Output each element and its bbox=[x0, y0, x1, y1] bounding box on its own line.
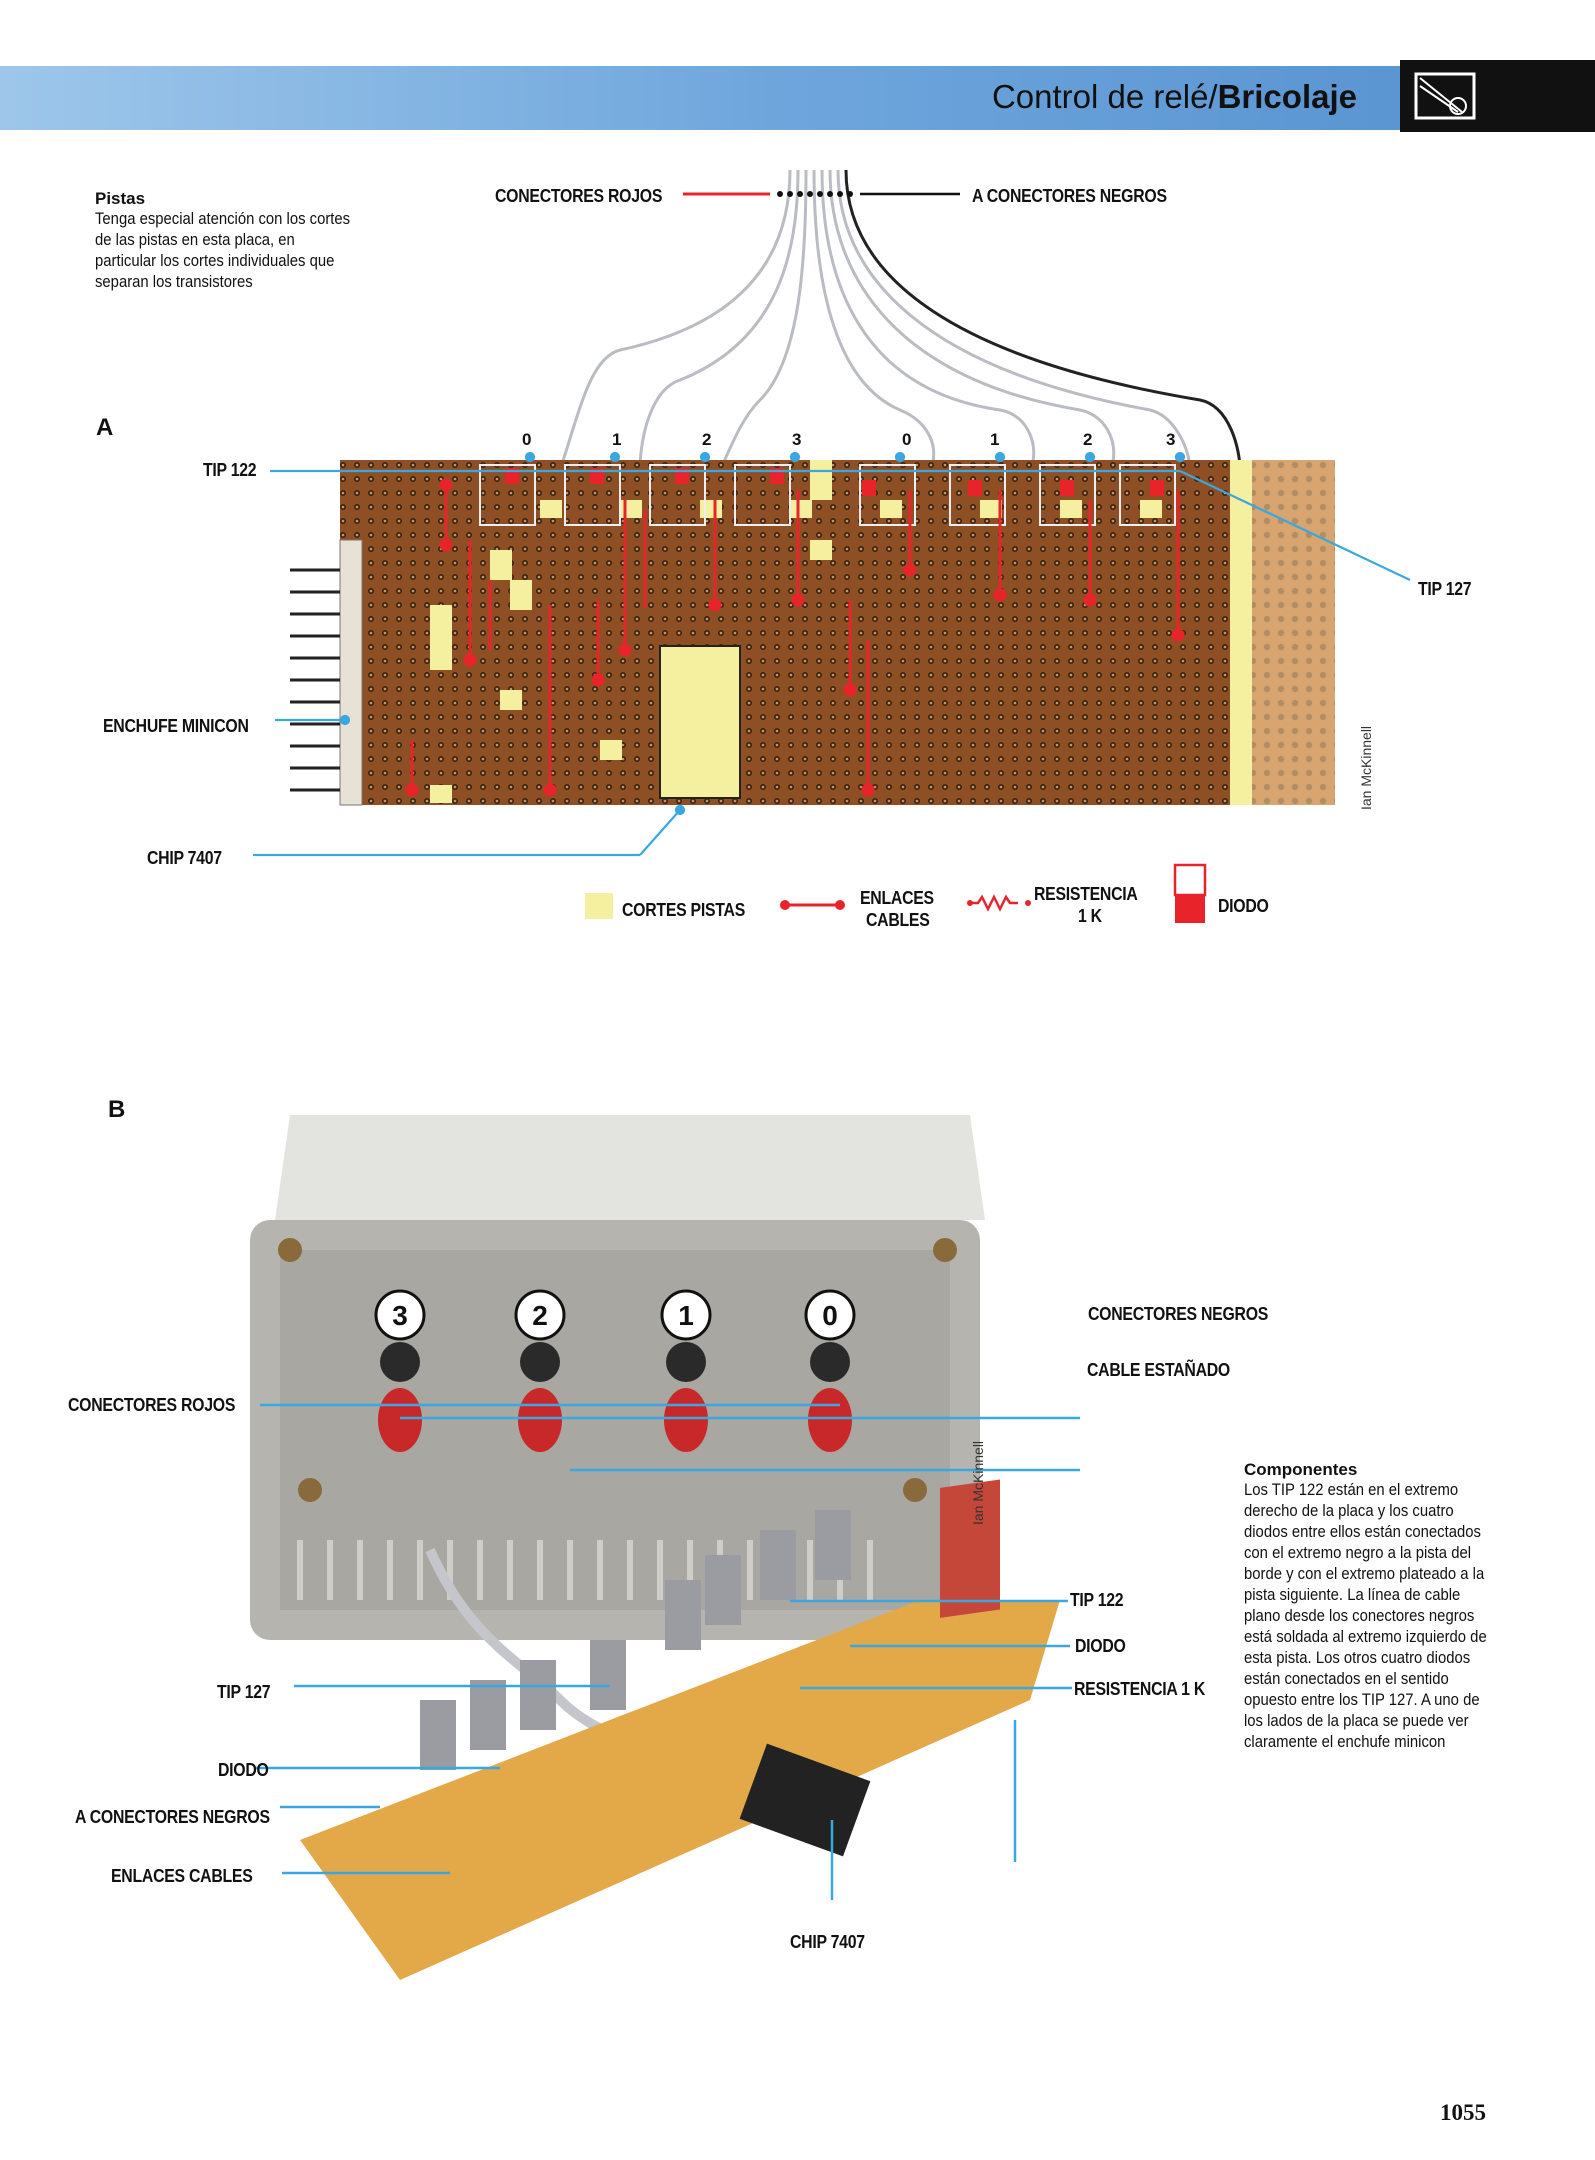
channel-number: 3 bbox=[792, 430, 801, 449]
channel-number: 1 bbox=[612, 430, 621, 449]
section-title: Control de relé/Bricolaje bbox=[991, 78, 1357, 115]
channel-number: 0 bbox=[522, 430, 531, 449]
note-pistas-body: Tenga especial atención con los cortes d… bbox=[95, 210, 351, 291]
note-componentes: Componentes Los TIP 122 están en el extr… bbox=[1244, 1460, 1524, 1753]
label-cable-estanado: CABLE ESTAÑADO bbox=[1087, 1360, 1230, 1380]
channel-number: 3 bbox=[1166, 430, 1175, 449]
header-black-box bbox=[1400, 60, 1595, 132]
photo-credit-b: Ian McKinnell bbox=[970, 1440, 986, 1525]
legend-diodo: DIODO bbox=[1218, 896, 1269, 916]
label-conectores-rojos: CONECTORES ROJOS bbox=[495, 186, 663, 206]
channel-number: 2 bbox=[702, 430, 711, 449]
transistor-outlines bbox=[479, 464, 1176, 526]
label-diodo-left: DIODO bbox=[218, 1760, 269, 1780]
legend-cut-swatch bbox=[585, 893, 613, 919]
label-chip7407-b: CHIP 7407 bbox=[790, 1932, 865, 1952]
channel-numbers: 0 1 2 3 0 1 2 3 bbox=[522, 430, 1175, 449]
note-pistas: Pistas Tenga especial atención con los c… bbox=[95, 189, 385, 293]
section-b-label: B bbox=[108, 1096, 126, 1123]
wire-links bbox=[405, 478, 1185, 797]
note-componentes-title: Componentes bbox=[1244, 1460, 1358, 1479]
socket-number: 3 bbox=[392, 1300, 408, 1331]
note-componentes-body: Los TIP 122 están en el extremo derecho … bbox=[1244, 1481, 1487, 1751]
label-enchufe-minicon: ENCHUFE MINICON bbox=[103, 716, 249, 736]
label-a-conectores-negros: A CONECTORES NEGROS bbox=[972, 186, 1167, 206]
chip-7407-photo bbox=[739, 1743, 871, 1857]
legend-resistencia-1: RESISTENCIA bbox=[1034, 884, 1138, 904]
legend-resistencia-2: 1 K bbox=[1078, 906, 1102, 926]
page-number: 1055 bbox=[1440, 2100, 1486, 2125]
leader-lines-b bbox=[256, 1403, 1080, 1900]
minicon-plug bbox=[339, 539, 363, 806]
minicon-photo bbox=[940, 1479, 1000, 1618]
channel-number: 1 bbox=[990, 430, 999, 449]
label-tip127-b: TIP 127 bbox=[217, 1682, 271, 1702]
legend-enlaces-cables-2: CABLES bbox=[866, 910, 930, 930]
section-a-label: A bbox=[96, 414, 114, 441]
figure-b-photo-illustration: 3 2 1 0 bbox=[250, 1115, 1080, 1980]
track-cut-strip bbox=[1230, 460, 1252, 805]
legend-a bbox=[585, 863, 1207, 923]
track-cuts bbox=[430, 460, 1162, 803]
label-conectores-rojos-b: CONECTORES ROJOS bbox=[68, 1395, 236, 1415]
relay-logo-icon bbox=[1414, 72, 1476, 120]
label-a-conectores-negros-b: A CONECTORES NEGROS bbox=[75, 1807, 270, 1827]
socket-numbers: 3 2 1 0 bbox=[392, 1300, 838, 1331]
channel-number: 0 bbox=[902, 430, 911, 449]
ribbon-cable bbox=[558, 169, 1242, 471]
label-enlaces-cables-b: ENLACES CABLES bbox=[111, 1866, 253, 1886]
figure-a-board-diagram: 0 1 2 3 0 1 2 3 bbox=[253, 169, 1411, 923]
label-tip122-b: TIP 122 bbox=[1070, 1590, 1124, 1610]
label-chip7407: CHIP 7407 bbox=[147, 848, 222, 868]
label-tip122: TIP 122 bbox=[203, 460, 257, 480]
header-band bbox=[0, 66, 1405, 130]
socket-number: 0 bbox=[822, 1300, 838, 1331]
socket-number: 2 bbox=[532, 1300, 548, 1331]
label-tip127: TIP 127 bbox=[1418, 579, 1472, 599]
photo-credit-a: Ian McKinnell bbox=[1358, 725, 1374, 810]
transistors-photo bbox=[420, 1510, 851, 1770]
sockets bbox=[374, 1289, 856, 1452]
chip-7407-outline bbox=[659, 645, 741, 799]
socket-number: 1 bbox=[678, 1300, 694, 1331]
channel-number: 2 bbox=[1083, 430, 1092, 449]
diodes bbox=[505, 468, 1164, 496]
stripboard-photo bbox=[300, 1600, 1060, 1980]
note-pistas-title: Pistas bbox=[95, 189, 146, 208]
label-conectores-negros: CONECTORES NEGROS bbox=[1088, 1304, 1269, 1324]
label-resistencia-1k: RESISTENCIA 1 K bbox=[1074, 1679, 1206, 1699]
legend-cortes-pistas: CORTES PISTAS bbox=[622, 900, 746, 920]
leader-lines-a bbox=[253, 451, 1411, 857]
legend-enlaces-cables-1: ENLACES bbox=[860, 888, 934, 908]
label-diodo-right: DIODO bbox=[1075, 1636, 1126, 1656]
plastic-case bbox=[250, 1115, 985, 1640]
